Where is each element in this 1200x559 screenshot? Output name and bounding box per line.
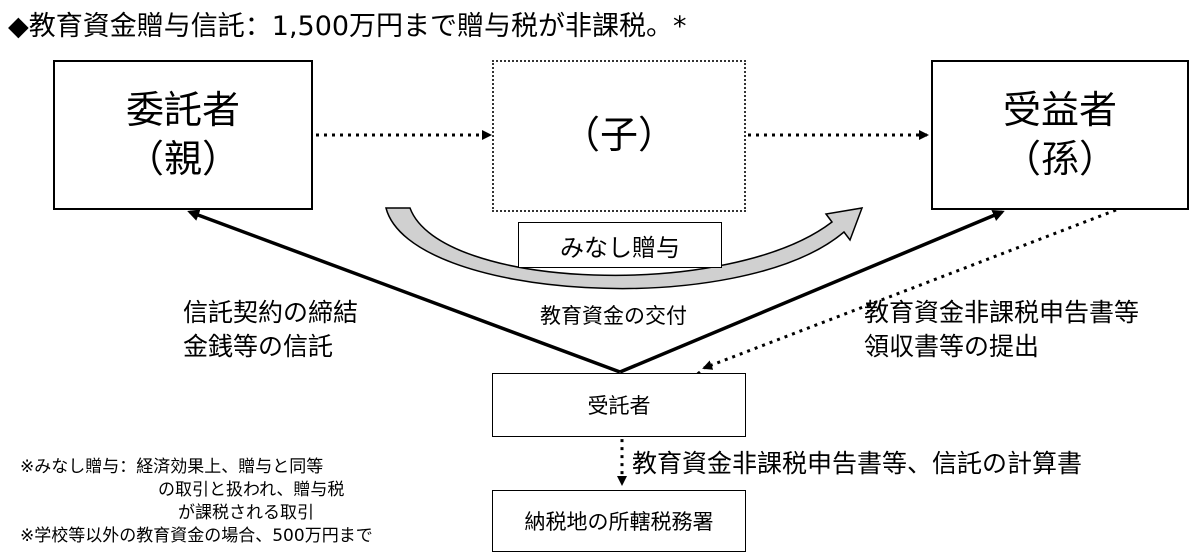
arrow-beneficiary-to-trustee: [702, 208, 1117, 370]
child-label: （子）: [561, 113, 676, 158]
beneficiary-box: 受益者 （孫）: [931, 60, 1189, 210]
beneficiary-sublabel: （孫）: [1002, 137, 1117, 181]
beneficiary-label: 受益者: [1002, 87, 1117, 132]
bottom-label: 教育資金非課税申告書等、信託の計算書: [632, 449, 1083, 478]
center-label: 教育資金の交付: [540, 304, 687, 328]
settlor-box: 委託者 （親）: [53, 60, 313, 210]
arrow-trustee-to-settlor: [187, 209, 621, 374]
right-label-line1: 教育資金非課税申告書等: [864, 298, 1140, 327]
left-label: 信託契約の締結 金銭等の信託: [183, 296, 358, 364]
note-line1: ※みなし贈与：経済効果上、贈与と同等: [20, 457, 324, 477]
note-line3: が課税される取引: [178, 503, 314, 523]
right-label: 教育資金非課税申告書等 領収書等の提出: [864, 296, 1139, 364]
curved-gift-arrow: [385, 207, 864, 290]
arrow-trustee-to-beneficiary: [619, 209, 1005, 374]
deemed-gift-label: みなし贈与: [560, 233, 680, 262]
left-label-line1: 信託契約の締結: [183, 298, 359, 327]
trustee-box: 受託者: [492, 373, 746, 437]
page-title: ◆教育資金贈与信託：1,500万円まで贈与税が非課税。*: [8, 11, 687, 42]
note-line4: ※学校等以外の教育資金の場合、500万円まで: [20, 526, 373, 546]
tax-office-label: 納税地の所轄税務署: [524, 510, 714, 534]
child-box: （子）: [492, 60, 746, 212]
settlor-sublabel: （親）: [125, 137, 240, 181]
note-line2: の取引と扱われ、贈与税: [158, 480, 345, 500]
deemed-gift-box: みなし贈与: [518, 222, 722, 268]
left-label-line2: 金銭等の信託: [183, 331, 334, 361]
right-label-line2: 領収書等の提出: [864, 331, 1040, 361]
settlor-label: 委託者: [125, 87, 240, 132]
trustee-label: 受託者: [587, 394, 651, 418]
tax-office-box: 納税地の所轄税務署: [492, 490, 746, 552]
